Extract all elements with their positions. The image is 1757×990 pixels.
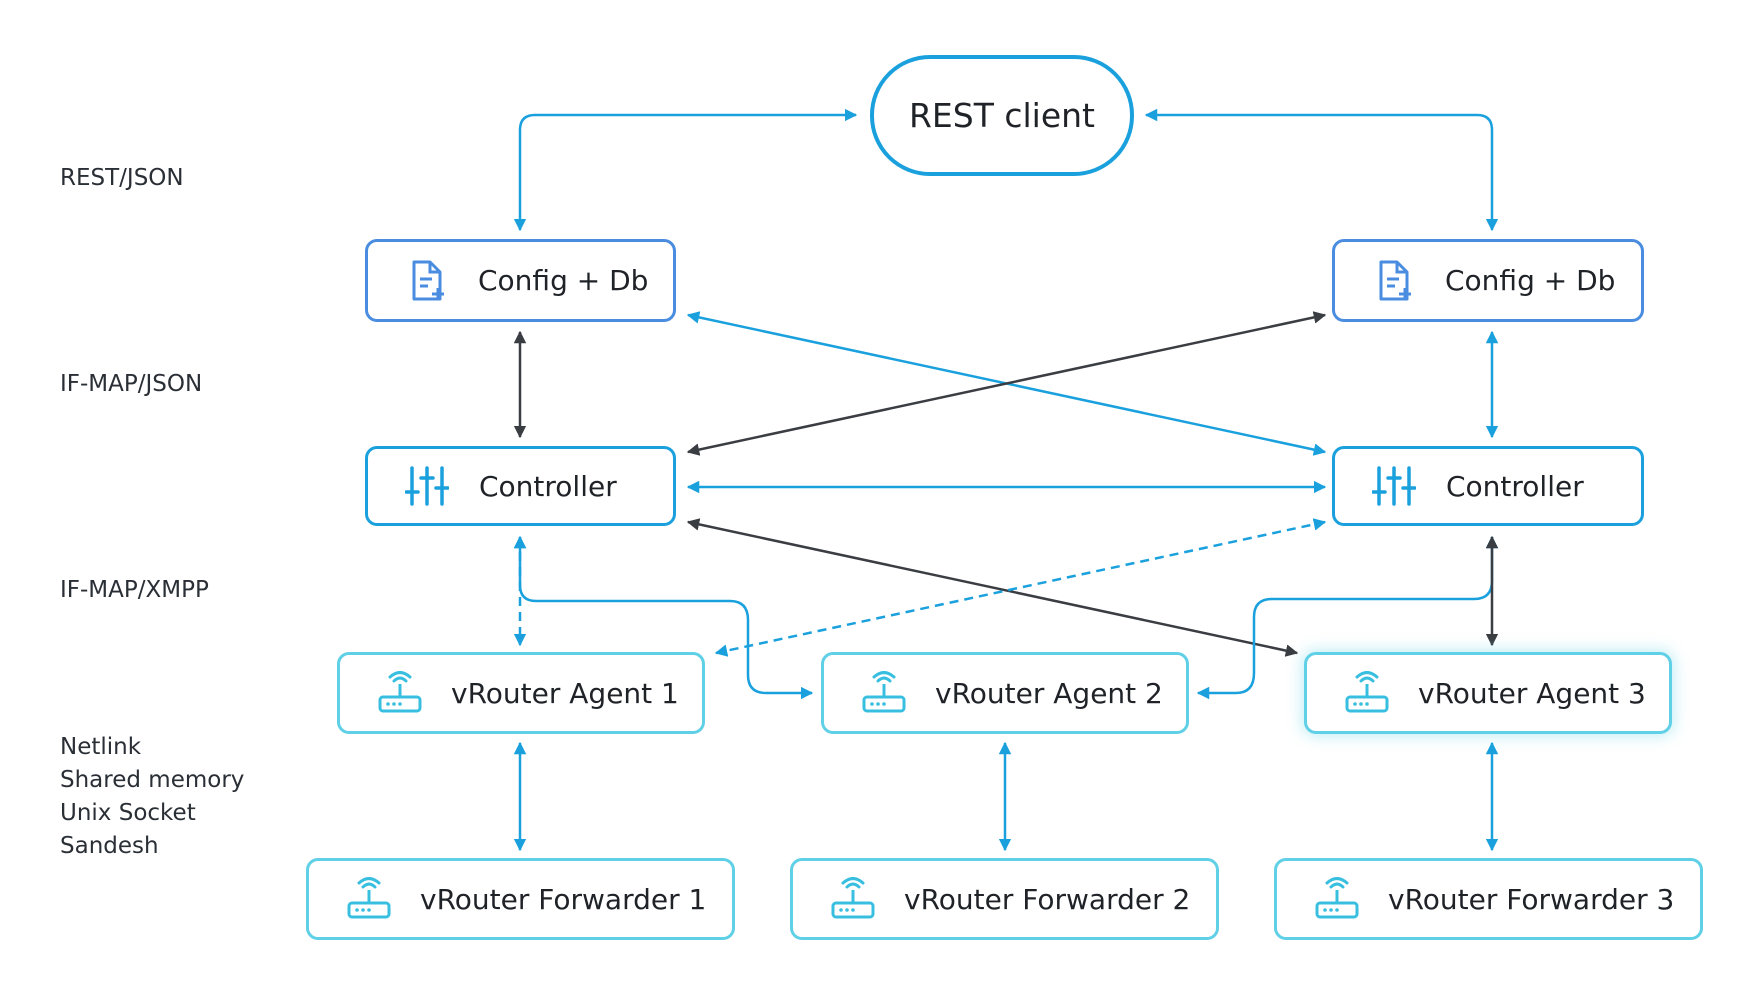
protocol-rest-json: REST/JSON [60, 165, 184, 191]
arrow-rest-config-right [1144, 108, 1499, 232]
vrouter-agent-label-3: vRouter Agent 3 [1418, 676, 1646, 710]
vrouter-forwarder-node-3: vRouter Forwarder 3 [1274, 858, 1703, 940]
rest-client-node: REST client [870, 55, 1134, 176]
router-icon [346, 877, 392, 921]
arrow-controller2-agent1 [714, 518, 1327, 657]
controller-label-1: Controller [479, 469, 617, 503]
sliders-icon [1372, 464, 1416, 508]
vrouter-forwarder-label-1: vRouter Forwarder 1 [420, 882, 707, 916]
protocol-lower-list: Netlink Shared memory Unix Socket Sandes… [60, 731, 244, 863]
vrouter-agent-label-2: vRouter Agent 2 [935, 676, 1163, 710]
router-icon [1314, 877, 1360, 921]
router-icon [377, 671, 423, 715]
protocol-sandesh: Sandesh [60, 833, 159, 859]
controller-node-1: Controller [365, 446, 676, 526]
router-icon [830, 877, 876, 921]
document-plus-icon [1375, 259, 1415, 303]
rest-client-label: REST client [908, 96, 1095, 135]
config-db-node-2: Config + Db [1332, 239, 1644, 322]
protocol-unix-socket: Unix Socket [60, 800, 196, 826]
arrow-controller1-agent3 [686, 518, 1299, 657]
vrouter-forwarder-node-1: vRouter Forwarder 1 [306, 858, 735, 940]
protocol-ifmap-json: IF-MAP/JSON [60, 371, 203, 397]
arrow-rest-config-left [513, 108, 858, 232]
config-db-label-1: Config + Db [478, 264, 649, 297]
document-plus-icon [408, 259, 448, 303]
router-icon [861, 671, 907, 715]
vrouter-forwarder-label-3: vRouter Forwarder 3 [1388, 882, 1675, 916]
arrow-config2-controller1 [686, 311, 1327, 456]
controller-node-2: Controller [1332, 446, 1644, 526]
vrouter-agent-node-3: vRouter Agent 3 [1304, 652, 1672, 734]
protocol-shared-memory: Shared memory [60, 767, 245, 793]
config-db-node-1: Config + Db [365, 239, 676, 322]
vrouter-forwarder-label-2: vRouter Forwarder 2 [904, 882, 1191, 916]
vrouter-agent-node-1: vRouter Agent 1 [337, 652, 705, 734]
config-db-label-2: Config + Db [1445, 264, 1616, 297]
vrouter-forwarder-node-2: vRouter Forwarder 2 [790, 858, 1219, 940]
router-icon [1344, 671, 1390, 715]
controller-label-2: Controller [1446, 469, 1584, 503]
protocol-ifmap-xmpp: IF-MAP/XMPP [60, 577, 209, 603]
protocol-netlink: Netlink [60, 734, 142, 760]
vrouter-agent-node-2: vRouter Agent 2 [821, 652, 1189, 734]
sliders-icon [405, 464, 449, 508]
vrouter-agent-label-1: vRouter Agent 1 [451, 676, 679, 710]
